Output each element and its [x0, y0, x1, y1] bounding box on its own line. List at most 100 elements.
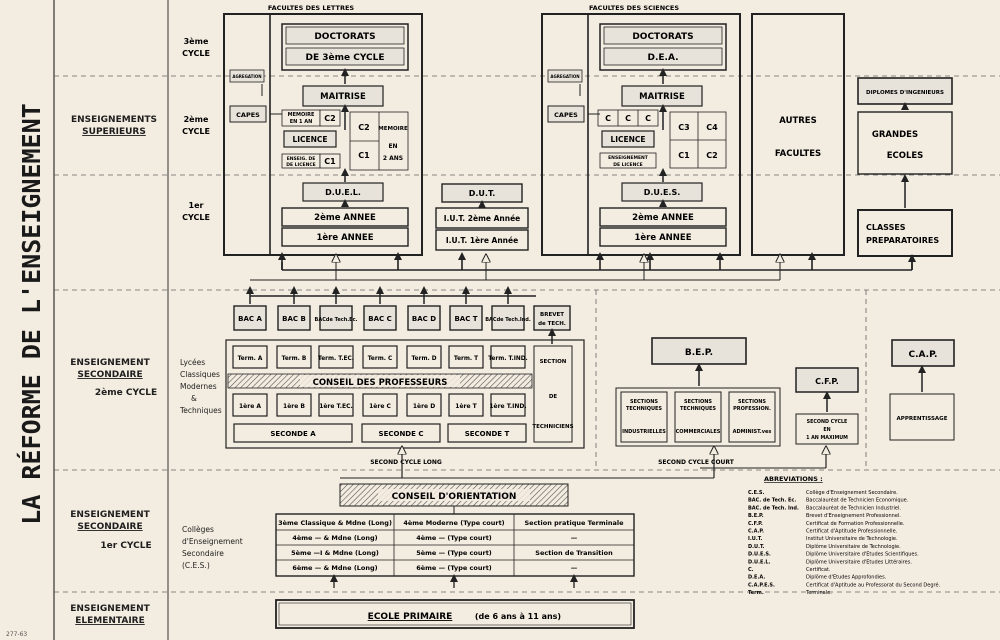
abbreviations-title: ABREVIATIONS : — [764, 475, 823, 483]
sciences-capes: CAPES — [554, 111, 578, 119]
abbreviation-definition: Collège d'Enseignement Secondaire. — [806, 489, 898, 496]
sciences-dea: D.E.A. — [647, 53, 678, 63]
abbreviations-list: C.E.S.Collège d'Enseignement Secondaire.… — [748, 489, 941, 596]
seconde-t-box — [447, 423, 527, 443]
colleges-4: (C.E.S.) — [182, 561, 210, 570]
second-cycle-1an-2: EN — [823, 427, 830, 433]
abbreviation-term: D.E.A. — [748, 575, 765, 581]
iut2-box — [435, 207, 529, 229]
brevet-tech-2: de TECH. — [538, 321, 566, 327]
conseil-professeurs: CONSEIL DES PROFESSEURS — [313, 378, 448, 388]
ces-table-cells: 3ème Classique & Mdne (Long)4ème Moderne… — [278, 519, 624, 572]
bac-label: BACde Tech.Ind. — [485, 317, 531, 323]
ces-cell: 6ème — & Mdne (Long) — [292, 564, 377, 572]
bac-label: BAC A — [238, 315, 262, 323]
cap-label: C.A.P. — [909, 350, 938, 360]
sections-frame — [615, 387, 781, 447]
section-line-1: SECTIONS — [684, 399, 712, 405]
ces-cell: 4ème — (Type court) — [416, 534, 492, 542]
classes-prepa-2: PREPARATOIRES — [866, 236, 939, 245]
lettres-annee2: 2ème ANNEE — [314, 212, 376, 223]
seconde-a-box — [233, 423, 353, 443]
cycle2-b: CYCLE — [182, 127, 210, 136]
premiere-label: 1ère D — [413, 403, 435, 410]
section-line-1: SECTIONS — [738, 399, 766, 405]
abbreviation-term: B.E.P. — [748, 513, 764, 519]
abbreviation-definition: Diplôme Universitaire d'Etudes Littérair… — [806, 558, 912, 565]
label-elementaire-2: ELEMENTAIRE — [75, 616, 145, 626]
section-line-1: SECTIONS — [630, 399, 658, 405]
lettres-annee1: 1ère ANNEE — [316, 232, 373, 243]
section-line-2: TECHNIQUES — [680, 406, 716, 412]
premiere-box — [448, 393, 484, 417]
autres-facultes-2: FACULTES — [775, 149, 821, 159]
dut-label: D.U.T. — [469, 189, 496, 198]
bac-label: BAC C — [368, 315, 391, 323]
second-cycle-1an-box — [795, 413, 859, 445]
lettres-c2-grid: C2 — [358, 123, 369, 132]
sciences-annee1-box — [599, 227, 727, 247]
abbreviation-definition: Diplôme Universitaire de Technologie. — [806, 543, 901, 550]
apprentissage-box — [889, 393, 955, 441]
cap-box — [891, 339, 955, 367]
iut2-label: I.U.T. 2ème Année — [444, 214, 521, 223]
grandes-ecoles: GRANDES — [872, 130, 918, 140]
section-line-2: TECHNIQUES — [626, 406, 662, 412]
bac-box — [277, 305, 311, 331]
bac-label: BAC T — [454, 315, 477, 323]
iut1-box — [435, 229, 529, 251]
lettres-agregation-box — [229, 69, 265, 83]
classes-prepa: CLASSES — [866, 223, 906, 232]
sciences-enseig: ENSEIGNEMENT — [608, 155, 649, 161]
lettres-doctorats: DOCTORATS — [314, 32, 375, 42]
abbreviation-definition: Baccalauréat de Technicien Economique. — [806, 497, 909, 504]
terminale-box — [406, 345, 442, 369]
abbreviation-term: C.F.P. — [748, 521, 763, 527]
lettres-licence-box — [283, 130, 337, 148]
terminale-label: Term. A — [238, 356, 263, 362]
ecole-primaire: ECOLE PRIMAIRE — [368, 612, 453, 622]
lettres-duel: D.U.E.L. — [325, 188, 361, 197]
section-techniciens-2: DE — [549, 394, 558, 400]
bac-box — [319, 305, 353, 331]
cycle2-a: 2ème — [184, 114, 209, 124]
lettres-agregation: AGREGATION — [232, 74, 261, 79]
lettres-maitrise: MAITRISE — [320, 92, 366, 102]
sciences-maitrise: MAITRISE — [639, 92, 685, 102]
abbreviation-term: Term. — [748, 590, 764, 596]
autres-facultes: AUTRES — [779, 116, 817, 126]
cycle3-a: 3ème — [184, 36, 209, 46]
lettres-enseig-2: DE LICENCE — [286, 162, 315, 168]
lettres-c1-left: C1 — [324, 157, 336, 166]
abbreviation-definition: Certificat. — [806, 567, 831, 573]
seconde-a: SECONDE A — [270, 430, 316, 438]
terminale-box — [232, 345, 268, 369]
header-sciences: FACULTES DES SCIENCES — [589, 4, 679, 12]
sciences-agregation: AGREGATION — [550, 74, 579, 79]
lycees-2: Classiques — [180, 370, 220, 379]
second-cycle-court: SECOND CYCLE COURT — [658, 459, 735, 466]
terminale-label: Term. B — [282, 356, 307, 362]
sciences-annee2: 2ème ANNEE — [632, 212, 694, 223]
bac-box — [491, 305, 525, 331]
label-secondaire-1b: SECONDAIRE — [77, 522, 142, 532]
label-superieurs: ENSEIGNEMENTS — [71, 115, 157, 125]
iut1-label: I.U.T. 1ère Année — [446, 236, 518, 245]
ces-cell: 4ème Moderne (Type court) — [403, 519, 504, 527]
lettres-memoire-2ans: MEMOIRE — [378, 126, 408, 132]
lycees-1: Lycées — [180, 358, 205, 367]
label-1er-cycle: 1er CYCLE — [100, 541, 151, 551]
ces-cell: — — [571, 534, 578, 542]
lettres-c2-left: C2 — [324, 114, 335, 123]
premiere-box — [318, 393, 354, 417]
terminale-box — [276, 345, 312, 369]
abbreviation-definition: Terminale. — [805, 590, 832, 596]
bac-label: BAC D — [412, 315, 436, 323]
lettres-annee2-box — [281, 207, 409, 227]
terminale-box — [448, 345, 484, 369]
label-secondaire-2b: SECONDAIRE — [77, 370, 142, 380]
abbreviation-definition: Certificat d'Aptitude Professionnelle. — [806, 529, 898, 535]
lettres-capes: CAPES — [236, 111, 260, 119]
